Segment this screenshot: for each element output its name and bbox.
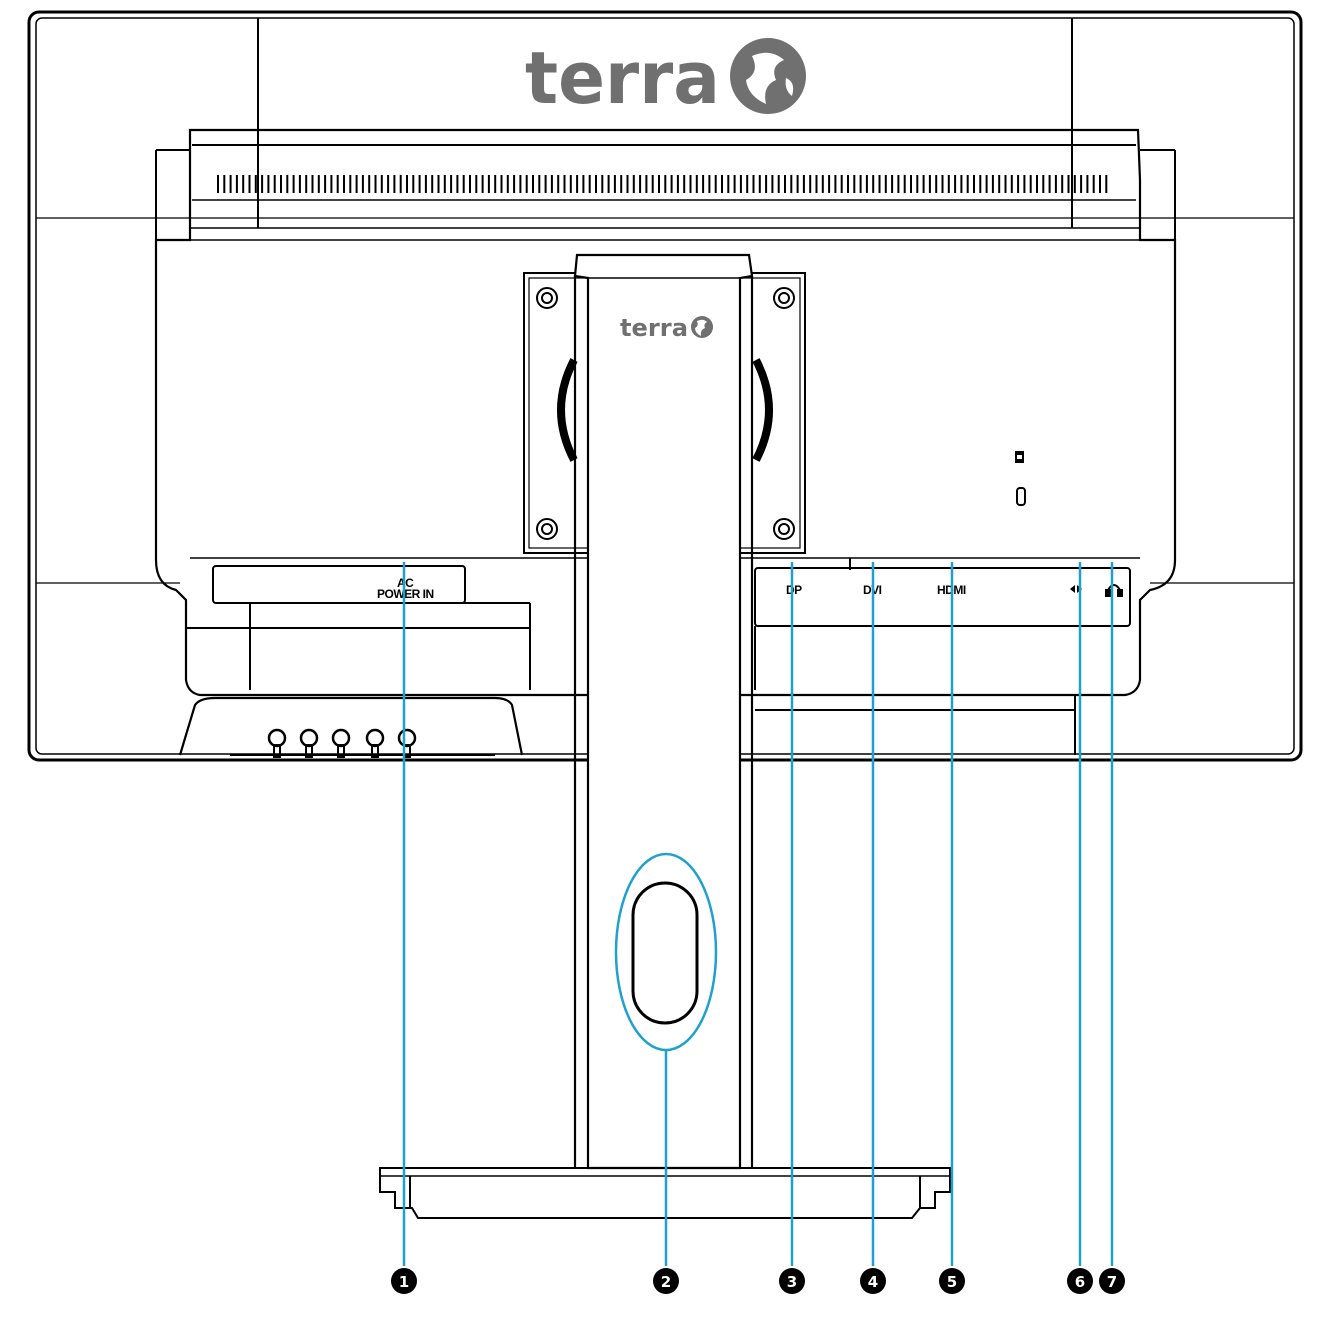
callout-number-7: 7 bbox=[1107, 1273, 1117, 1291]
brand-logo-text: terra bbox=[525, 36, 720, 120]
screw-top-right bbox=[773, 287, 795, 309]
screw-bottom-left bbox=[536, 518, 558, 540]
screw-top-left bbox=[536, 287, 558, 309]
stand-brand-logo: terra bbox=[620, 314, 713, 342]
callout-number-3: 3 bbox=[787, 1273, 797, 1291]
screw-bottom-right bbox=[773, 518, 795, 540]
ac-label: AC bbox=[397, 576, 414, 590]
callout-marker-1 bbox=[391, 1268, 417, 1294]
callout-number-2: 2 bbox=[661, 1273, 671, 1291]
callout-number-6: 6 bbox=[1075, 1273, 1085, 1291]
port-labels: AC POWER IN DP DVI HDMI bbox=[377, 451, 1123, 601]
callout-group: 1 2 3 4 5 6 7 bbox=[391, 562, 1125, 1294]
monitor-back-panel bbox=[27, 10, 1303, 762]
callout-number-4: 4 bbox=[868, 1273, 878, 1291]
kensington-lock-icon bbox=[1015, 451, 1026, 506]
osd-button-row bbox=[267, 728, 417, 758]
power-in-label: POWER IN bbox=[377, 587, 434, 601]
headphone-icon bbox=[1105, 584, 1123, 597]
callout-marker-2 bbox=[653, 1268, 679, 1294]
osd-button[interactable] bbox=[365, 728, 385, 758]
osd-button[interactable] bbox=[397, 728, 417, 758]
stand-logo-text: terra bbox=[620, 314, 688, 342]
cable-management-hole bbox=[631, 881, 699, 1025]
callout-number-1: 1 bbox=[399, 1273, 409, 1291]
osd-button[interactable] bbox=[299, 728, 319, 758]
callout-marker-7 bbox=[1099, 1268, 1125, 1294]
stand-neck bbox=[573, 253, 754, 1170]
brand-logo: terra bbox=[525, 36, 806, 120]
callout-marker-5 bbox=[939, 1268, 965, 1294]
callout-number-5: 5 bbox=[947, 1273, 957, 1291]
globe-icon bbox=[730, 38, 806, 114]
stand-globe-icon bbox=[691, 316, 713, 338]
dp-port-label: DP bbox=[786, 583, 802, 597]
osd-button[interactable] bbox=[331, 728, 351, 758]
callout-marker-6 bbox=[1067, 1268, 1093, 1294]
osd-button[interactable] bbox=[267, 728, 287, 758]
ventilation-grille bbox=[217, 175, 1108, 193]
callout-marker-4 bbox=[860, 1268, 886, 1294]
callout-marker-3 bbox=[779, 1268, 805, 1294]
